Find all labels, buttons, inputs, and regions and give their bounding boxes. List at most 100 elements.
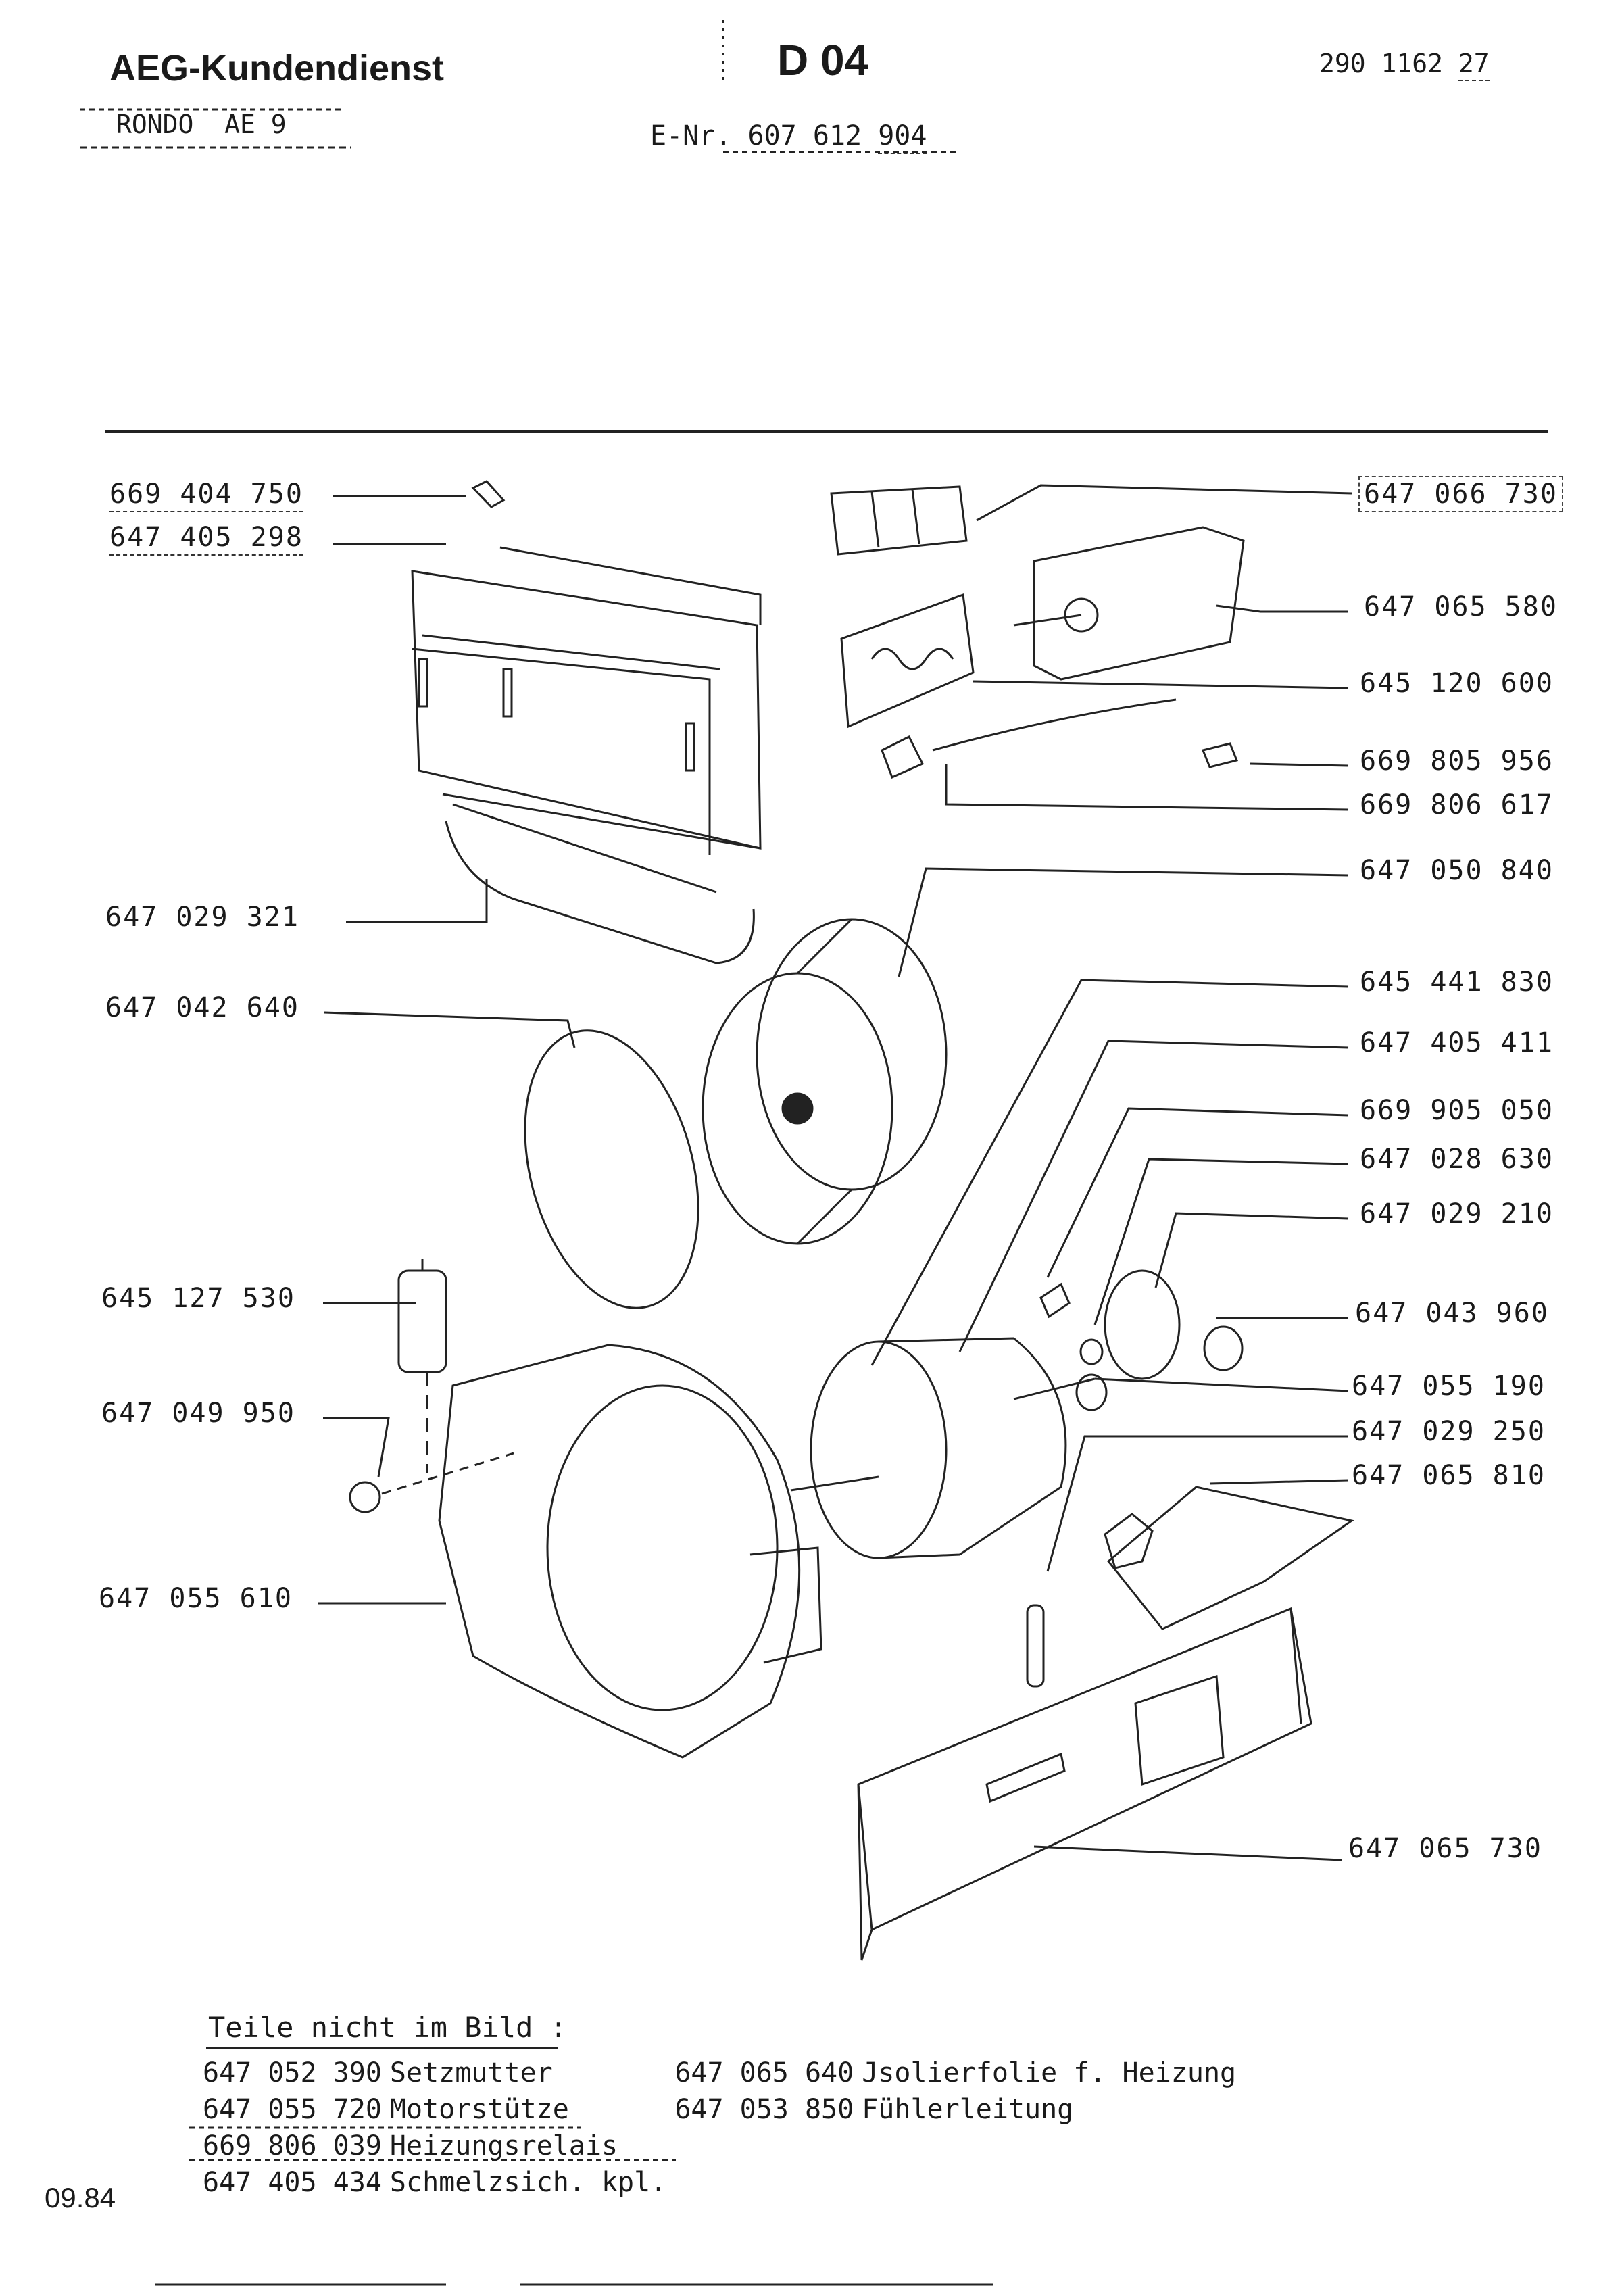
part-number-left: 647 042 640 [105,992,299,1023]
fan-hub [781,1092,814,1125]
model-label: RONDO AE 9 [116,109,287,139]
part-number-right: 647 065 730 [1348,1833,1542,1864]
motor-body [878,1337,1067,1559]
switch-divider-1 [870,491,880,548]
motor-shaft [790,1475,879,1492]
part-number-left: 647 029 321 [105,902,299,933]
motor-front [810,1340,948,1559]
leader-647050840 [898,867,1349,977]
part-number-right: 647 405 411 [1360,1027,1554,1058]
leader-669806617 [945,764,1349,811]
notshown-desc [862,2164,1244,2201]
part-number-right: 647 065 580 [1364,591,1558,622]
timer-shaft [1013,614,1082,627]
heater-panel-rib [422,634,720,670]
leader-645441830 [870,979,1349,1366]
connector-part [1039,1282,1071,1319]
table-row: 647 052 390 Setzmutter 647 065 640 Jsoli… [203,2055,1244,2091]
heater-slot-3 [685,722,695,772]
washer-1 [1079,1338,1104,1365]
sensor-cable [932,698,1177,752]
fan-wheel-back [756,918,948,1191]
capacitor [397,1269,447,1373]
washer-2 [1075,1373,1108,1411]
part-number-right: 647 065 810 [1352,1460,1546,1491]
bracket-hole [1104,1513,1154,1569]
cover-disc [524,1029,699,1309]
leader-647049950 [323,1417,390,1477]
clip-part [471,480,506,508]
leader-647065730 [1033,1845,1342,1861]
table-row: 647 405 434 Schmelzsich. kpl. [203,2164,1244,2201]
base-plate [857,1607,1312,1932]
enr-number: 607 612 [747,120,862,151]
part-number-right: 669 805 956 [1360,746,1554,777]
part-label: 647 405 298 [109,522,303,556]
fan-wheel-edge-top [796,918,853,975]
fan-wheel-edge-bottom [796,1188,853,1245]
control-timer [1033,526,1245,681]
heater-slot-2 [502,668,513,718]
pulley [1104,1269,1181,1380]
notshown-pn: 647 055 720 [203,2094,382,2125]
notshown-desc: Motorstütze [389,2094,569,2125]
enr-label: E-Nr. 607 612 904 [650,120,927,154]
switch-divider-2 [911,489,920,545]
thermostat-dash [381,1452,514,1495]
motor-bracket [1106,1486,1354,1630]
heater-panel-inner [412,648,711,855]
leader-647029210 [1154,1212,1349,1288]
leader-647028630 [1093,1158,1349,1325]
footer-date: 09.84 [45,2182,116,2214]
air-deflector-edge [452,803,717,894]
leader-647042640 [324,1011,576,1048]
timer-knob [1064,597,1099,633]
leader-669805956 [1250,762,1349,767]
part-number-right: 647 066 730 [1358,476,1563,512]
notshown-desc: Fühlerleitung [862,2094,1074,2125]
circlip [1203,1325,1244,1371]
part-number-right: 645 441 830 [1360,967,1554,998]
tension-spring [1026,1604,1045,1688]
enr-suffix: 904 [878,120,927,154]
notshown-desc: Jsolierfolie f. Heizung [862,2057,1237,2089]
notshown-pn: 647 065 640 [674,2057,854,2089]
notshown-pn [674,2164,862,2201]
notshown-pn: 669 806 039 [203,2130,382,2161]
part-number-right: 647 029 210 [1360,1198,1554,1229]
thermostat [349,1481,381,1513]
notshown-desc [862,2128,1244,2164]
part-number-right: 647 050 840 [1360,855,1554,886]
notshown-pn: 647 052 390 [203,2057,382,2089]
heater-element [840,593,975,729]
leader-647065580 [1216,604,1348,613]
heater-panel-bottom [442,793,761,850]
leader-647055190 [1094,1377,1349,1392]
model-variant: AE 9 [224,109,287,139]
base-plate-edge [857,1784,873,1961]
notshown-desc: Heizungsrelais [389,2130,618,2161]
heater-panel [411,570,762,850]
notshown-desc: Schmelzsich. kpl. [389,2167,667,2198]
part-number-left: 647 055 610 [99,1583,293,1614]
doc-number-main: 290 1162 [1319,49,1444,78]
housing-flange [749,1546,822,1664]
part-number-right: 647 029 250 [1352,1416,1546,1447]
notshown-title: Teile nicht im Bild : [208,2011,568,2044]
part-number-right: 647 028 630 [1360,1144,1554,1175]
company-title: AEG-Kundendienst [109,48,444,89]
base-plate-edge-right [1289,1608,1302,1724]
motor-shaft-rear [1013,1377,1096,1400]
page-code: D 04 [777,36,869,84]
air-deflector [445,821,755,964]
housing-opening [546,1384,779,1711]
part-number-right: 647 055 190 [1352,1371,1546,1402]
heater-slot-1 [418,658,428,708]
notshown-pn: 647 053 850 [674,2094,854,2125]
part-number-left: 669 404 750 [109,479,303,512]
table-row: 647 055 720 Motorstütze 647 053 850 Fühl… [203,2091,1244,2128]
heater-panel-top [499,546,762,625]
part-number-left: 647 405 298 [109,522,303,556]
leader-669905050 [1046,1107,1349,1278]
